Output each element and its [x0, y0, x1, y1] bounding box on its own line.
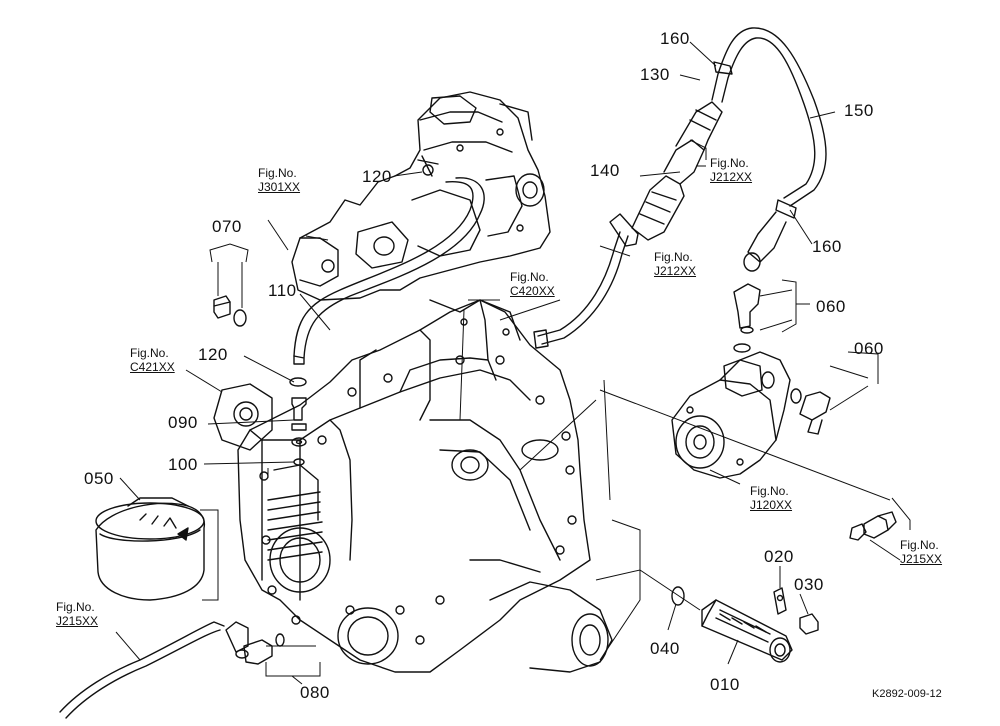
banjo-fitting — [417, 155, 439, 177]
fig-ref-code: J120XX — [750, 498, 793, 512]
part-label-090: 090 — [168, 413, 198, 432]
transmission-case — [213, 299, 613, 673]
part-label-010: 010 — [710, 675, 740, 694]
drawing-number: K2892-009-12 — [872, 688, 942, 700]
fig-ref-j301: Fig.No. J301XX — [258, 166, 300, 194]
fig-ref-prefix: Fig.No. — [710, 156, 749, 170]
hydraulic-hose-110 — [293, 177, 485, 365]
part-label-160-bottom: 160 — [812, 237, 842, 256]
part-label-150: 150 — [844, 101, 874, 120]
part-label-120-lower: 120 — [198, 345, 228, 364]
part-label-100: 100 — [168, 455, 198, 474]
fig-ref-code: J301XX — [258, 180, 301, 194]
fig-ref-code: J215XX — [900, 552, 943, 566]
fig-ref-c420: Fig.No. C420XX — [510, 270, 555, 298]
pipe-to-valve — [533, 213, 639, 349]
part-label-040: 040 — [650, 639, 680, 658]
part-label-060-right: 060 — [854, 339, 884, 358]
fig-ref-prefix: Fig.No. — [900, 538, 939, 552]
leader-lines — [115, 41, 911, 685]
part-label-030: 030 — [794, 575, 824, 594]
fig-ref-c421: Fig.No. C421XX — [130, 346, 175, 374]
fig-ref-code: C420XX — [510, 284, 555, 298]
part-label-050: 050 — [84, 469, 114, 488]
fig-ref-j212-lower: Fig.No. J212XX — [654, 250, 696, 278]
part-label-140: 140 — [590, 161, 620, 180]
part-label-120-top: 120 — [362, 167, 392, 186]
fig-ref-prefix: Fig.No. — [130, 346, 169, 360]
part-label-130: 130 — [640, 65, 670, 84]
part-label-110: 110 — [268, 281, 297, 300]
fig-ref-j120: Fig.No. J120XX — [750, 484, 792, 512]
fig-ref-code: J212XX — [710, 170, 753, 184]
bolt-030 — [799, 613, 819, 635]
bracket-020 — [773, 587, 787, 615]
hose-150 — [711, 27, 827, 272]
lift-cover-housing — [291, 91, 551, 301]
elbow-060-b — [790, 388, 831, 435]
oil-filter-050 — [95, 497, 206, 601]
quick-coupler-140 — [631, 101, 723, 241]
fig-ref-code: C421XX — [130, 360, 175, 374]
strainer-010 — [701, 599, 793, 663]
plug-070 — [213, 295, 247, 327]
fig-ref-code: J212XX — [654, 264, 697, 278]
elbow-060-a — [733, 283, 761, 353]
fig-ref-prefix: Fig.No. — [56, 600, 95, 614]
fig-ref-prefix: Fig.No. — [750, 484, 789, 498]
fig-ref-prefix: Fig.No. — [654, 250, 693, 264]
part-label-020: 020 — [764, 547, 794, 566]
fig-ref-code: J215XX — [56, 614, 99, 628]
suction-pipe — [59, 621, 225, 719]
oring-040 — [671, 586, 685, 606]
fig-ref-prefix: Fig.No. — [258, 166, 297, 180]
fig-ref-j212-upper: Fig.No. J212XX — [710, 156, 752, 184]
hydraulic-pump — [671, 351, 791, 479]
fig-ref-prefix: Fig.No. — [510, 270, 549, 284]
fig-ref-j215-right: Fig.No. J215XX — [900, 538, 942, 566]
part-label-060-upper: 060 — [816, 297, 846, 316]
fig-ref-j215-left: Fig.No. J215XX — [56, 600, 98, 628]
part-label-070: 070 — [212, 217, 242, 236]
fitting-080 — [225, 621, 285, 665]
part-label-160-top: 160 — [660, 29, 690, 48]
fitting-j215 — [849, 511, 897, 541]
part-label-080: 080 — [300, 683, 330, 702]
fitting-stack — [289, 377, 307, 466]
